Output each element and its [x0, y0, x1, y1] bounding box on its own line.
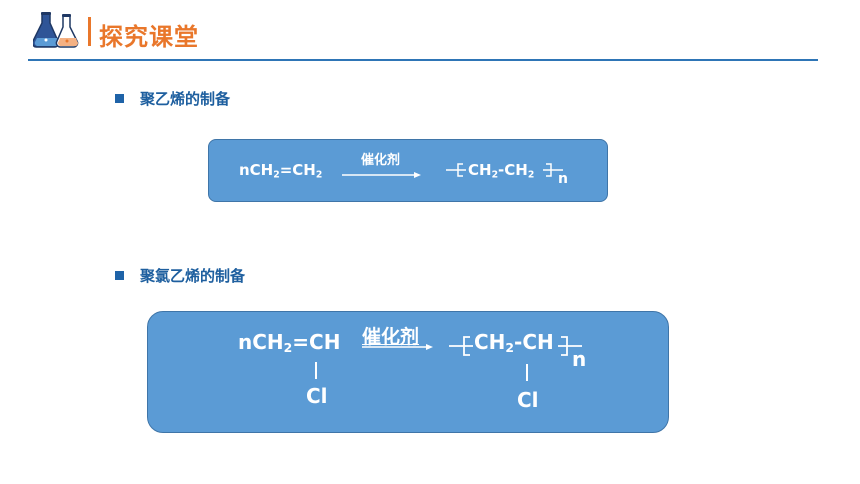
- pvc-equation-box: nCH2=CH 催化剂 CH2-CH n Cl Cl: [147, 311, 669, 433]
- header-divider: [28, 59, 818, 61]
- bullet-square-icon: [115, 271, 124, 280]
- page-title: 探究课堂: [99, 23, 199, 51]
- reaction-arrow-icon: [342, 172, 421, 178]
- section2-heading-row: 聚氯乙烯的制备: [115, 265, 245, 286]
- degree-of-polymerization: n: [572, 347, 587, 371]
- bullet-square-icon: [115, 94, 124, 103]
- chlorine-substituent: Cl: [517, 388, 539, 412]
- section2-heading: 聚氯乙烯的制备: [140, 267, 246, 285]
- polymer-bracket-right-icon: [543, 163, 563, 177]
- chlorine-substituent: Cl: [306, 384, 328, 408]
- vinyl-chloride-monomer: nCH2=CH: [238, 330, 341, 356]
- pvc-unit: CH2-CH: [474, 330, 554, 356]
- catalyst-label: 催化剂: [361, 153, 401, 168]
- polyethylene-unit: CH2-CH2: [468, 161, 535, 181]
- bond-line: [526, 364, 528, 381]
- chemistry-flasks-icon: [33, 12, 79, 48]
- degree-of-polymerization: n: [558, 171, 568, 187]
- polymer-bracket-left-icon: [446, 163, 466, 177]
- catalyst-label: 催化剂: [362, 326, 420, 348]
- header-separator: [88, 17, 91, 46]
- bond-line: [315, 362, 317, 379]
- section1-heading: 聚乙烯的制备: [140, 90, 231, 108]
- reaction-arrow-icon: [362, 344, 433, 350]
- polyethylene-equation-box: nCH2=CH2 催化剂 CH2-CH2 n: [208, 139, 608, 202]
- ethylene-monomer: nCH2=CH2: [239, 161, 323, 181]
- polymer-bracket-left-icon: [449, 336, 473, 356]
- polymer-bracket-right-icon: [558, 336, 582, 356]
- section1-heading-row: 聚乙烯的制备: [115, 88, 230, 109]
